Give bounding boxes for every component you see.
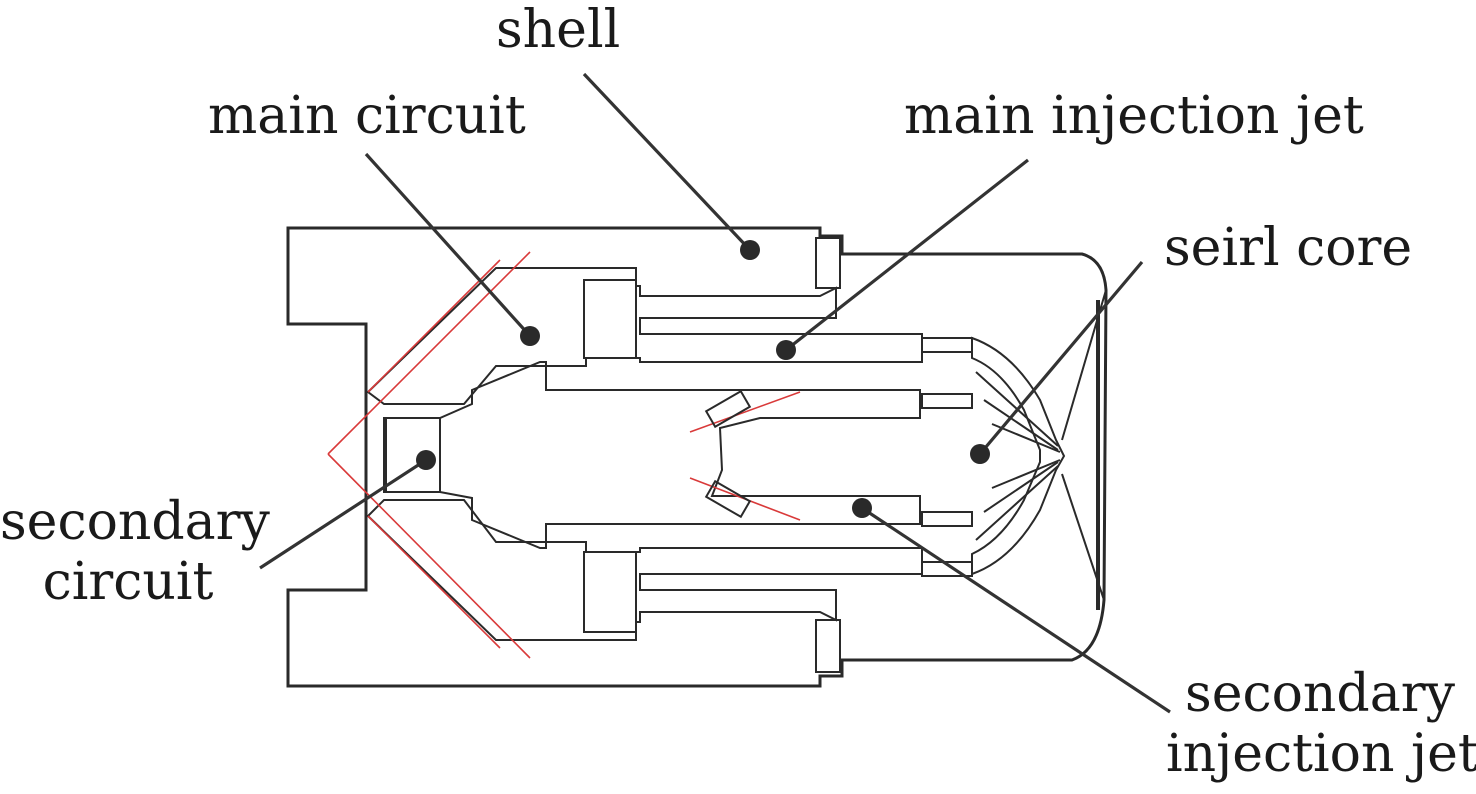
- secondary-circuit-plug: [385, 417, 441, 493]
- construction-lines: [327, 251, 801, 659]
- dot-main-injection-jet: [776, 340, 796, 360]
- dot-secondary-circuit: [416, 450, 436, 470]
- label-secondary-circuit: secondary circuit: [0, 492, 270, 612]
- dot-shell: [740, 240, 760, 260]
- label-secondary-circuit-line1: secondary: [0, 492, 270, 552]
- seal-ring-lower: [815, 619, 841, 673]
- dot-main-circuit: [520, 326, 540, 346]
- jet-slot-1: [921, 337, 973, 353]
- nozzle-body: [286, 226, 1108, 688]
- plug-upper: [583, 279, 637, 359]
- label-secondary-injection-jet-line2: injection jet: [1166, 724, 1476, 784]
- leader-secondary-circuit: [259, 458, 427, 570]
- label-secondary-injection-jet-line1: secondary: [1185, 664, 1455, 724]
- main-circuit-cavity-upper: [366, 267, 923, 405]
- leaders: [259, 72, 1171, 714]
- orifice-lower: [704, 479, 752, 519]
- orifice-upper: [704, 389, 752, 429]
- leader-swirl-core: [978, 260, 1144, 456]
- jet-slot-3: [921, 511, 973, 527]
- label-swirl-core: seirl core: [1164, 218, 1413, 278]
- dot-secondary-injection-jet: [852, 498, 872, 518]
- label-main-injection-jet: main injection jet: [904, 86, 1364, 146]
- leader-main-injection-jet: [785, 158, 1029, 352]
- jet-slot-4: [921, 561, 973, 577]
- leader-shell: [582, 72, 752, 252]
- internal-passages: [366, 237, 1066, 673]
- plug-lower: [583, 551, 637, 633]
- leader-main-circuit: [364, 152, 532, 338]
- seal-ring-upper: [815, 237, 841, 289]
- label-shell: shell: [496, 0, 621, 60]
- jet-slot-2: [921, 393, 973, 409]
- dot-swirl-core: [970, 444, 990, 464]
- leader-secondary-injection-jet: [861, 506, 1171, 714]
- central-bore: [383, 361, 921, 549]
- label-secondary-injection-jet: secondary injection jet: [1166, 664, 1476, 784]
- label-main-circuit: main circuit: [208, 86, 526, 146]
- shell-body: [286, 226, 1108, 688]
- label-secondary-circuit-line2: circuit: [42, 552, 214, 612]
